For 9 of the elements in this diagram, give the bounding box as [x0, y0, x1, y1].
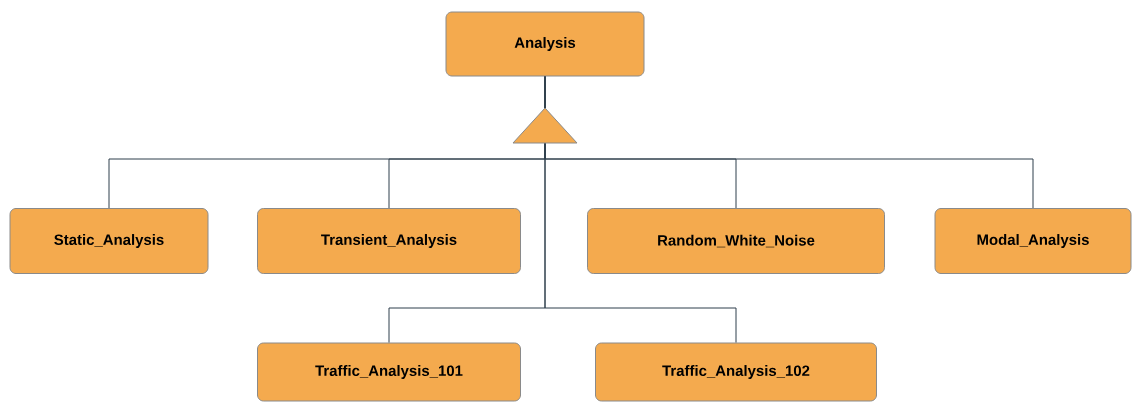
class-box: Static_Analysis: [9, 208, 209, 274]
class-box: Traffic_Analysis_101: [257, 342, 521, 402]
class-box: Random_White_Noise: [587, 208, 885, 274]
class-box: Analysis: [445, 11, 645, 77]
class-box: Traffic_Analysis_102: [595, 342, 877, 402]
connector-line: [544, 76, 737, 343]
inheritance-triangle: [512, 107, 578, 144]
class-box: Transient_Analysis: [257, 208, 521, 274]
class-box: Modal_Analysis: [934, 208, 1132, 274]
